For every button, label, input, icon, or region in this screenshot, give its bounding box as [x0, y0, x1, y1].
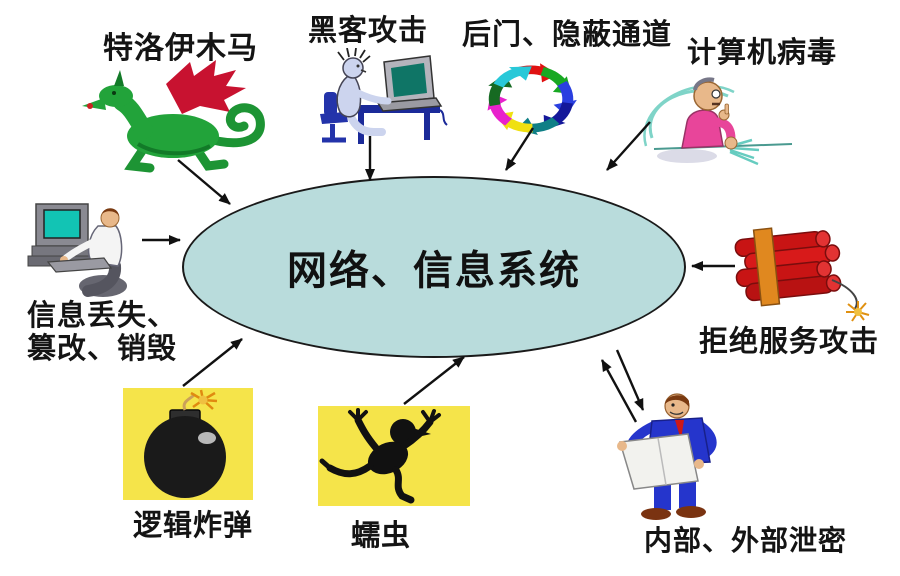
worm-label: 蠕虫 — [351, 520, 412, 552]
dynamite-bundle-icon — [734, 227, 870, 322]
backdoor-label: 后门、隐蔽通道 — [462, 19, 673, 51]
dos-label: 拒绝服务攻击 — [699, 326, 880, 358]
leak-label: 内部、外部泄密 — [644, 525, 848, 556]
info-loss-label-line2: 篡改、销毁 — [27, 333, 178, 366]
man-reading-document-icon — [617, 393, 717, 520]
user-at-workstation-icon — [27, 203, 127, 297]
network-system-title: 网络、信息系统 — [287, 249, 581, 293]
info-loss-label: 信息丢失、 篡改、销毁 — [27, 300, 177, 367]
dragon-trojan-horse-icon — [82, 60, 265, 173]
worm-highlight — [318, 406, 470, 506]
network-system-ellipse: 网络、信息系统 — [182, 176, 686, 358]
logic-bomb-highlight — [123, 388, 253, 500]
logic-bomb-label: 逻辑炸弹 — [133, 510, 254, 542]
arrow-worm — [403, 356, 465, 405]
circular-arrows-ring-icon — [487, 63, 577, 135]
trojan-label: 特洛伊木马 — [103, 32, 258, 65]
bomb-icon — [144, 389, 226, 498]
hacker-label: 黑客攻击 — [308, 15, 429, 47]
virus-label: 计算机病毒 — [687, 37, 838, 69]
sneezing-man-icon — [643, 77, 793, 166]
arrow-logic-bomb — [182, 338, 243, 387]
info-loss-label-line1: 信息丢失、 — [27, 300, 178, 332]
worm-figure-icon — [319, 408, 441, 504]
hacker-at-computer-icon — [320, 48, 448, 144]
